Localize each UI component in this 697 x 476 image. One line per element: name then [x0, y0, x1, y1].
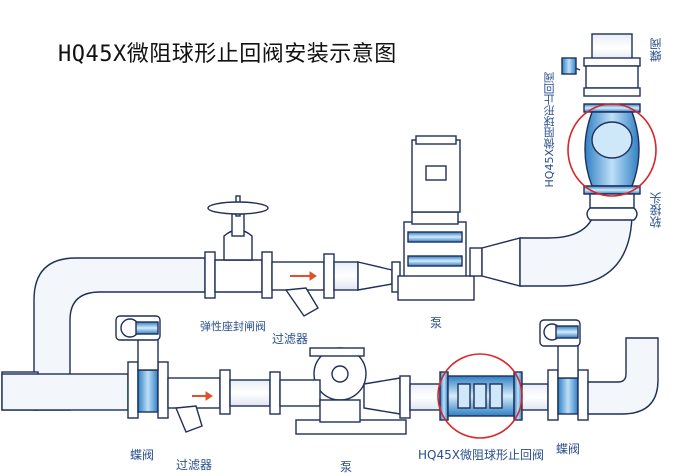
- check-valve-vertical-highlight: [567, 103, 657, 197]
- label-butterfly-top: 蝶阀: [649, 38, 663, 62]
- label-pump-upper: 泵: [430, 316, 443, 330]
- lower-pipeline: [1, 315, 659, 435]
- label-gate-valve: 弹性座封闸阀: [200, 320, 266, 333]
- label-soft-joint: 软接头: [649, 192, 663, 228]
- label-check-valve-vertical: HQ45X微阻球形止回阀: [543, 72, 556, 188]
- diagram-title: HQ45X微阻球形止回阀安装示意图: [58, 42, 397, 67]
- check-valve-lower-highlight: [437, 353, 523, 439]
- flow-arrows: [192, 271, 317, 401]
- label-pump-lower: 泵: [340, 460, 353, 474]
- label-butterfly-right: 蝶阀: [556, 442, 581, 456]
- label-filter-upper: 过滤器: [272, 332, 309, 346]
- label-filter-lower: 过滤器: [176, 458, 213, 472]
- label-butterfly-left: 蝶阀: [130, 448, 155, 462]
- vertical-riser: [561, 33, 641, 221]
- label-check-valve-lower: HQ45X微阻球形止回阀: [418, 448, 544, 462]
